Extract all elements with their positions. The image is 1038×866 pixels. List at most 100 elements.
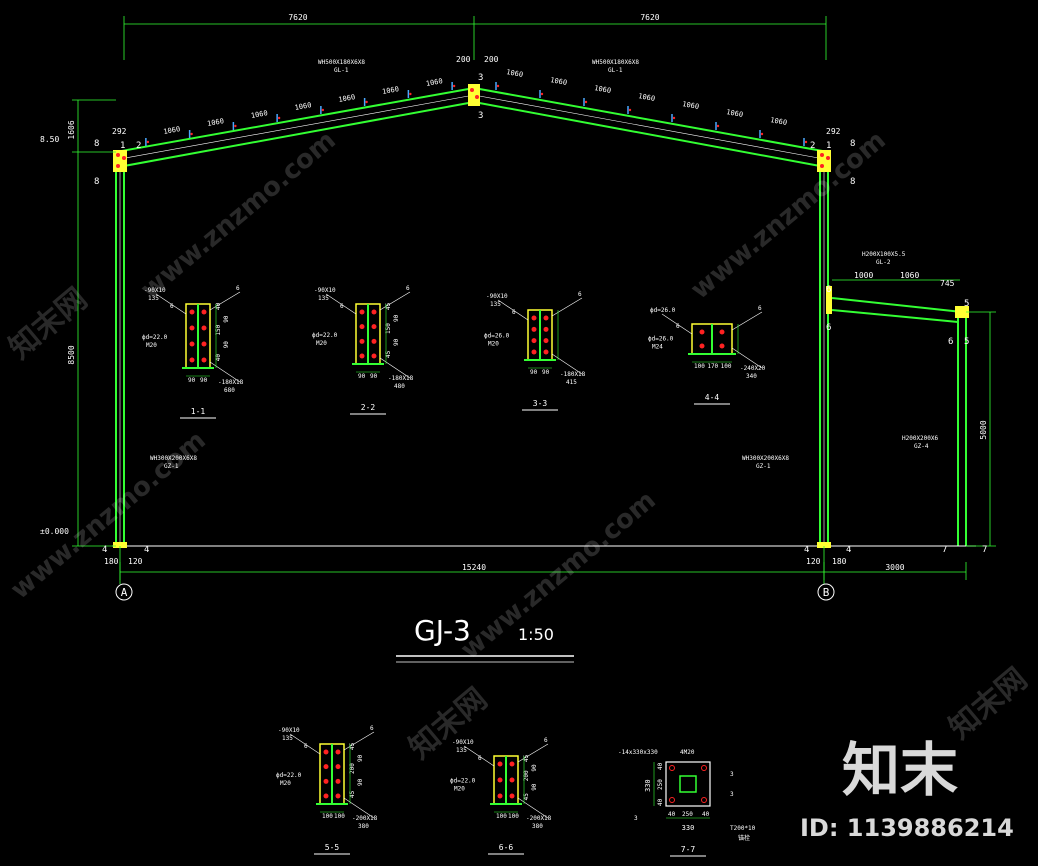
section-bolt	[371, 324, 377, 330]
section-bottom-dim: 100	[322, 813, 333, 820]
dim-height-side: 5000	[979, 420, 988, 439]
section-dim: 90	[531, 783, 538, 791]
watermark-cn-3: 知末网	[943, 661, 1034, 746]
section-leader	[289, 733, 321, 755]
section-plate-spec: -90X10	[144, 287, 166, 294]
purlin-bolt-left	[277, 116, 281, 120]
base-bolt-spec: 4M20	[680, 749, 695, 756]
base-dim-h: 250	[682, 811, 693, 818]
drawing-scale: 1:50	[518, 625, 554, 644]
column-left-spec: WH300X200X6X8	[150, 455, 197, 462]
watermark-site-4: www.znzmo.com	[5, 425, 211, 605]
watermark-site-2: www.znzmo.com	[455, 485, 661, 665]
brand-logo-text: 知末	[842, 736, 958, 804]
section-bottom-dim: 100	[694, 363, 705, 370]
purlin-bolt-right	[496, 84, 500, 88]
section-dim: 90	[357, 754, 364, 762]
section-bolt	[699, 329, 705, 335]
base-callout-3c: 3	[634, 815, 638, 822]
section-bolt	[509, 777, 515, 783]
section-dim: 45	[385, 302, 392, 310]
section-leader	[551, 353, 583, 375]
section-bolt	[509, 793, 515, 799]
section-endplate-width: 380	[532, 823, 543, 830]
section-plate-width: 135	[318, 295, 329, 302]
section-leader	[661, 313, 693, 335]
section-bolt	[189, 309, 195, 315]
callout-3-top: 3	[478, 73, 483, 83]
section-dim: 45	[385, 350, 392, 358]
section-dim: 150	[215, 324, 222, 335]
section-label: 4-4	[705, 393, 720, 402]
section-endplate-spec: -200X18	[352, 815, 378, 822]
section-hole-spec: ϕd=26.0	[648, 336, 674, 343]
section-hole-spec: ϕd=22.0	[276, 772, 302, 779]
callout-8-right: 8	[850, 139, 855, 149]
dim-base-180-left: 180	[104, 557, 119, 566]
purlin-bolt-left	[365, 100, 368, 104]
purlin-spacing-left: 1060	[382, 85, 400, 96]
section-bolt	[497, 777, 503, 783]
section-bolt	[719, 343, 725, 349]
section-weld-callout: 6	[512, 309, 516, 316]
section-bolt	[497, 761, 503, 767]
side-column-tag: GZ-4	[914, 443, 929, 450]
section-endplate-spec: -180X18	[388, 375, 414, 382]
section-plate-spec: -90X10	[486, 293, 508, 300]
purlin-spacing-right: 1060	[770, 116, 788, 127]
callout-2-left: 2	[136, 141, 141, 151]
callout-7-a: 7	[942, 545, 947, 555]
section-endplate-spec: -240X20	[740, 365, 766, 372]
dim-edge-left: 292	[112, 127, 127, 136]
drawing-title: GJ-3	[414, 614, 471, 647]
section-leader	[463, 745, 495, 767]
section-bottom-dim: 90	[358, 373, 366, 380]
base-dim-v: 40	[657, 798, 664, 806]
axis-b-label: B	[823, 586, 830, 599]
section-bottom-dim: 90	[530, 369, 538, 376]
purlin-bolt-left	[452, 84, 456, 88]
callout-3-bottom: 3	[478, 111, 483, 121]
section-bolt	[189, 341, 195, 347]
section-leader	[497, 299, 529, 321]
section-bolt	[497, 793, 503, 799]
section-bolt-spec: M20	[316, 340, 327, 347]
drawing-title-block: GJ-3 1:50	[396, 614, 574, 663]
section-bolt	[189, 357, 195, 363]
anchor-bolt	[669, 765, 675, 771]
section-dim: 90	[393, 314, 400, 322]
joint-callouts: 1 2 3 3 2 1 4 4 4 4 7 7 5 5 6 6 6 8 8 8 …	[94, 73, 987, 555]
purlin-spacing-left: 1060	[338, 93, 356, 104]
section-leader	[209, 361, 241, 383]
section-bolt	[359, 309, 365, 315]
section-bolt	[189, 325, 195, 331]
section-label: 7-7	[681, 845, 696, 854]
section-dim: 200	[349, 763, 356, 774]
section-bolt-spec: M20	[280, 780, 291, 787]
section-dim: 45	[523, 754, 530, 762]
section-weld-callout: 6	[676, 323, 680, 330]
section-dim: 90	[223, 341, 230, 349]
purlin-spacing-right: 1060	[726, 108, 744, 119]
section-bolt	[335, 749, 341, 755]
section-weld-callout: 6	[478, 755, 482, 762]
callout-4-left: 4	[102, 545, 107, 555]
section-weld-callout: 6	[170, 303, 174, 310]
section-plate-width: 135	[148, 295, 159, 302]
watermark-cn-1: 知末网	[3, 281, 94, 366]
section-bolt	[531, 326, 537, 332]
side-beam-spec: H200X100X5.5	[862, 251, 906, 258]
section-label: 3-3	[533, 399, 548, 408]
section-plate-spec: -90X10	[278, 727, 300, 734]
purlin-spacing-left: 1060	[294, 101, 312, 112]
purlin-bolt-right	[716, 124, 720, 128]
dim-side-745: 745	[940, 279, 955, 288]
callout-8-left-b: 8	[94, 177, 99, 187]
purlin-marks: 1060106010601060106010601060106010601060…	[145, 68, 808, 146]
section-weld-callout: 6	[544, 737, 548, 744]
frame-elevation	[112, 87, 976, 547]
